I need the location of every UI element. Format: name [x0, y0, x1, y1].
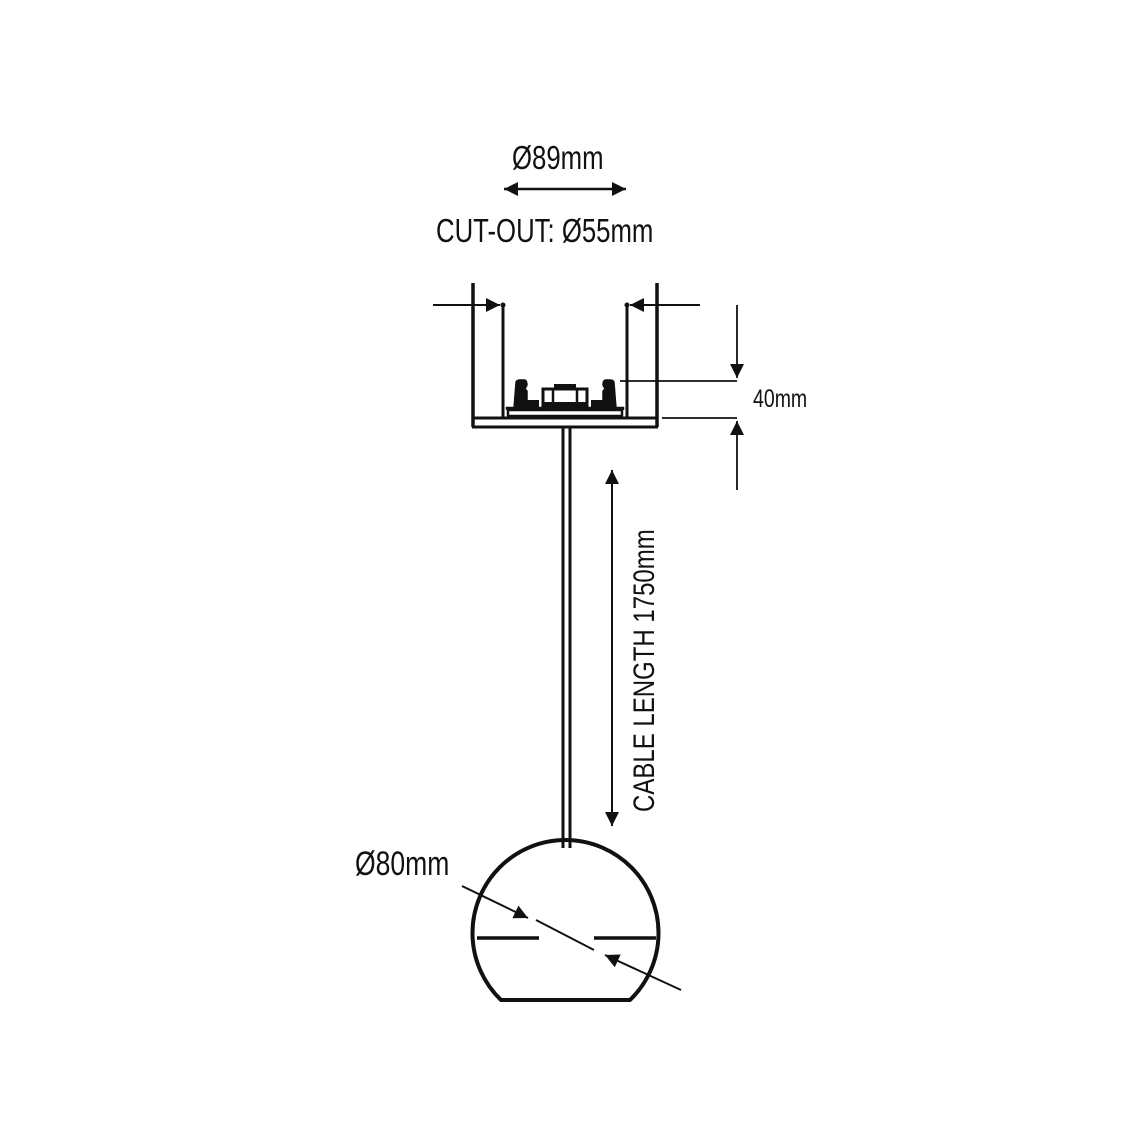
connector-block	[505, 379, 625, 418]
shade-diameter-arrow	[461, 885, 682, 991]
spherical-shade	[470, 838, 661, 1002]
shade-diameter-label: Ø80mm	[355, 845, 450, 883]
suspension-cable	[561, 428, 572, 848]
cutout-label: CUT-OUT: Ø55mm	[436, 212, 654, 249]
cable-length-label: CABLE LENGTH 1750mm	[628, 529, 661, 812]
canopy-housing	[471, 283, 659, 429]
canopy-diameter-label: Ø89mm	[512, 139, 604, 176]
canopy-height-label: 40mm	[753, 385, 808, 413]
canopy-height-dimension	[620, 305, 744, 490]
